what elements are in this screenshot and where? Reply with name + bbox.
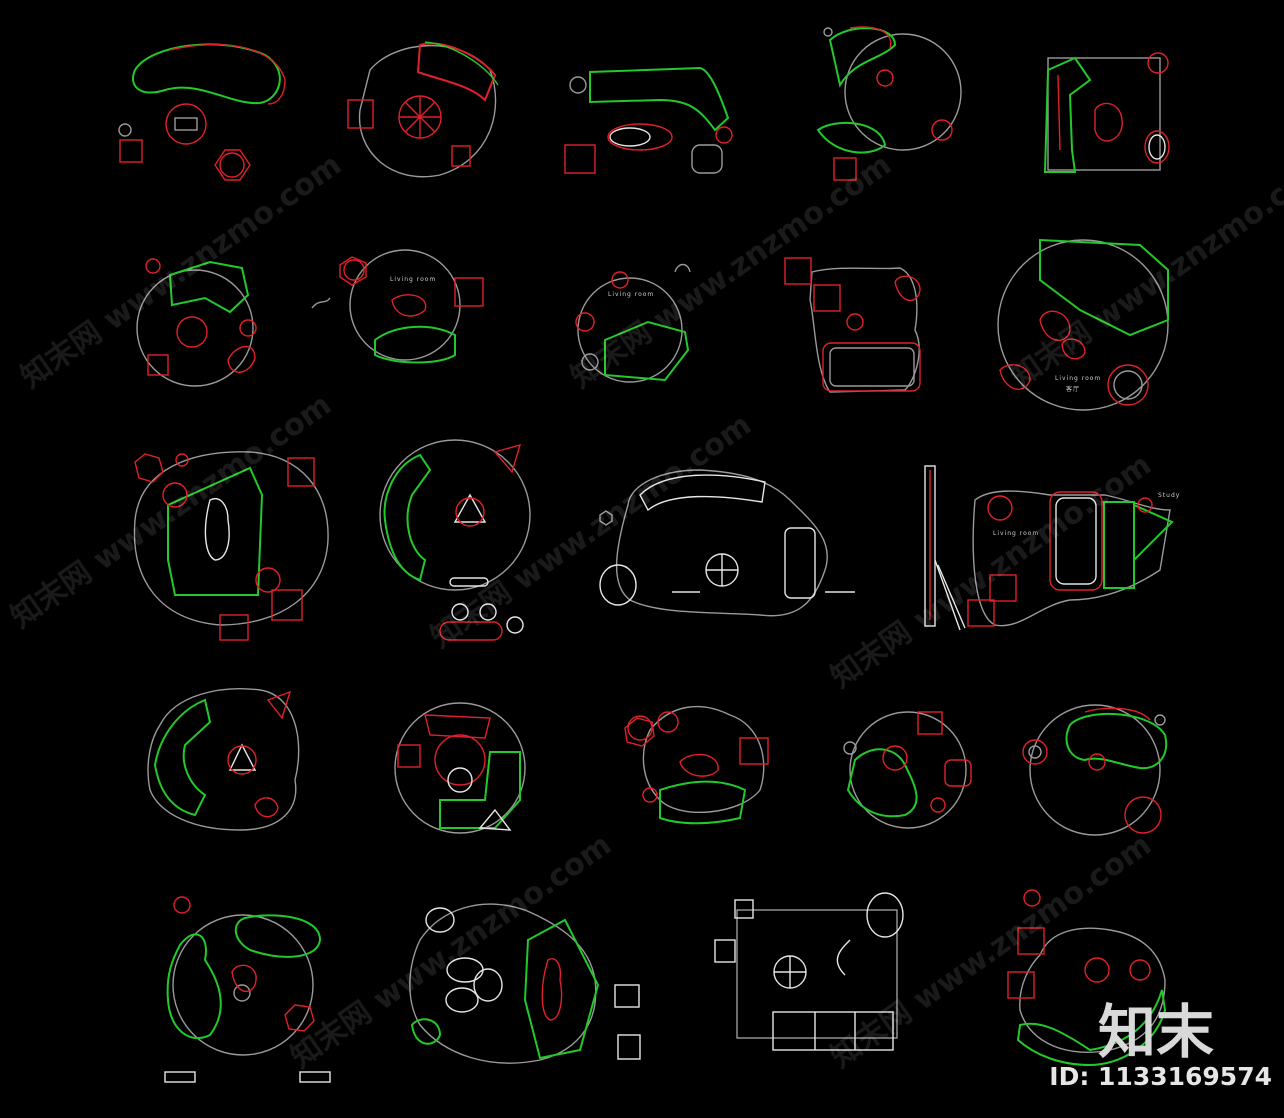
plan-r3c3 [599, 469, 855, 617]
plan-r4c5 [1022, 704, 1168, 836]
plan-r1c4 [816, 26, 962, 181]
plan-r5c2 [409, 903, 641, 1064]
room-label-living-2: Living room [608, 291, 655, 298]
plan-r3c4 [924, 465, 1174, 631]
plan-r3c1 [133, 451, 329, 641]
plan-r2c4 [784, 257, 921, 393]
plan-r4c2 [394, 702, 526, 834]
plan-r4c4 [843, 711, 972, 829]
asset-id: ID: 1133169574 [1049, 1062, 1272, 1091]
room-label-living-4: Living room [993, 530, 1040, 537]
plan-r1c3 [564, 66, 733, 174]
plan-r2c1 [136, 258, 257, 387]
plan-r4c3 [624, 705, 769, 825]
plan-r1c2 [347, 41, 499, 178]
plan-r2c2 [311, 249, 484, 364]
plan-r1c5 [1043, 52, 1170, 173]
plan-r5c3 [714, 892, 904, 1051]
room-label-living-3: Living room [1055, 375, 1102, 382]
plan-r2c3 [575, 263, 691, 383]
room-label-living-3-cn: 客厅 [1066, 386, 1081, 393]
plan-r3c2 [379, 439, 531, 641]
room-label-study: Study [1158, 492, 1181, 499]
plan-r5c1 [164, 896, 331, 1083]
plan-r5c4 [1007, 889, 1167, 1067]
room-label-living-1: Living room [390, 276, 437, 283]
brand-logo-text: 知末 [1097, 998, 1214, 1066]
plan-r2c5 [997, 238, 1169, 411]
plan-r4c1 [147, 688, 300, 831]
plan-r1c1 [118, 43, 286, 181]
